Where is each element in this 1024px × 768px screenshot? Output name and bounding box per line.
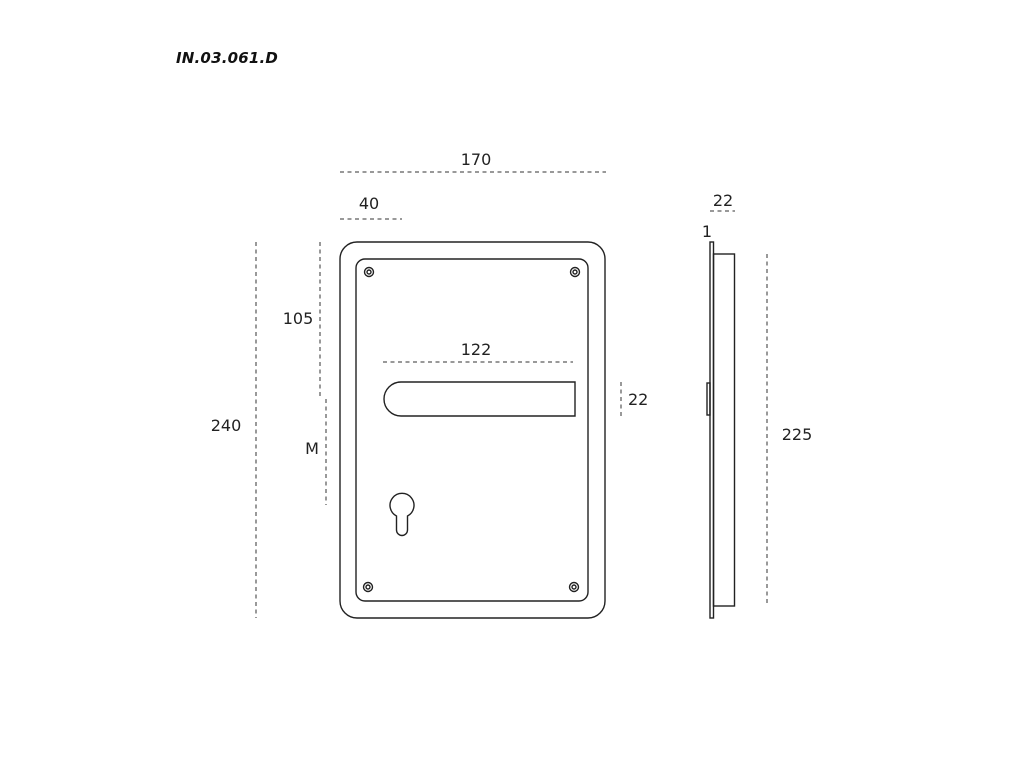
outer-plate [339, 241, 606, 619]
dim-label-22-side: 22 [713, 191, 733, 210]
screw-top-right [569, 266, 581, 278]
dimension-labels: 170 40 240 105 M 122 22 22 1 225 [211, 150, 813, 458]
dim-label-122: 122 [461, 340, 492, 359]
dim-label-240: 240 [211, 416, 242, 435]
dim-label-225: 225 [782, 425, 813, 444]
screw-bottom-right [568, 581, 580, 593]
side-view [706, 210, 768, 619]
keyhole-cylinder [389, 492, 415, 537]
dim-label-1: 1 [702, 222, 712, 241]
dim-label-22-handle: 22 [628, 390, 648, 409]
dim-label-40: 40 [359, 194, 379, 213]
dimension-lines [255, 171, 622, 618]
handle-recess [383, 381, 576, 417]
dim-label-m: M [305, 439, 319, 458]
side-body [712, 253, 736, 607]
side-handle-notch [706, 382, 711, 416]
dim-label-170: 170 [461, 150, 492, 169]
dim-label-105: 105 [283, 309, 314, 328]
screw-bottom-left [362, 581, 374, 593]
front-view [339, 241, 606, 619]
screw-top-left [363, 266, 375, 278]
drawing-code: IN.03.061.D [176, 49, 279, 67]
inner-plate [355, 258, 589, 602]
